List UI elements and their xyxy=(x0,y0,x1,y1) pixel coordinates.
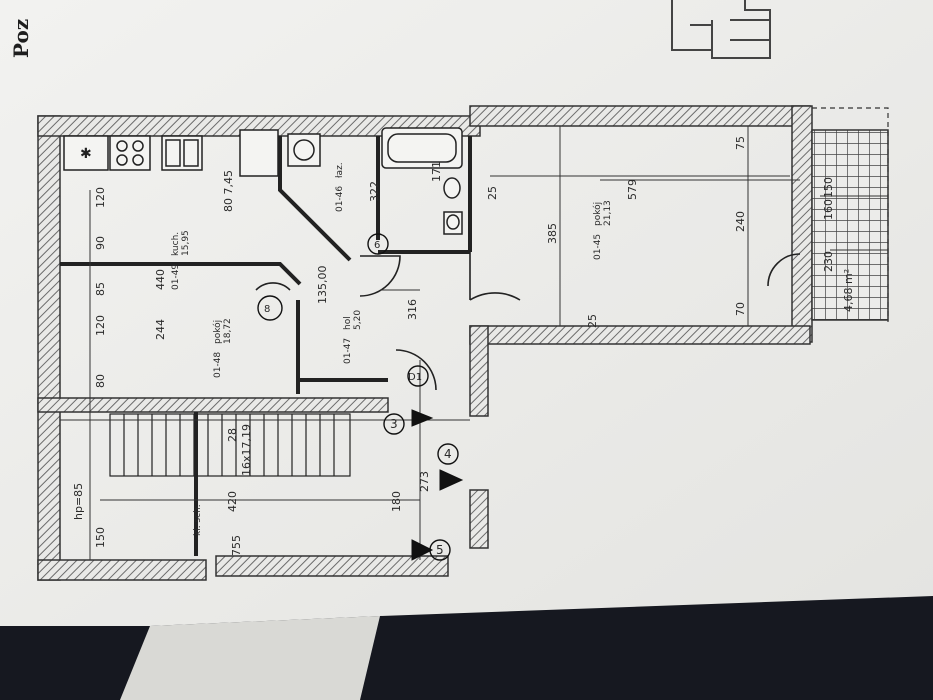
svg-text:01-47: 01-47 xyxy=(343,338,353,364)
dim-70a: 70 xyxy=(734,302,747,316)
kitchen-fixtures: ✱ xyxy=(63,129,321,177)
staircase xyxy=(109,413,351,477)
dim-755: 755 xyxy=(230,535,243,556)
svg-text:01-49: 01-49 xyxy=(171,264,181,290)
svg-text:15,95: 15,95 xyxy=(181,230,191,256)
dim-75: 75 xyxy=(734,136,747,150)
svg-text:łaz.: łaz. xyxy=(335,162,345,178)
dim-385: 385 xyxy=(546,223,559,244)
room2-label: pokój 21,13 01-45 xyxy=(592,200,613,260)
svg-text:pokój: pokój xyxy=(592,202,603,226)
dim-80: 80 xyxy=(94,374,107,388)
dim-135: 135,00 xyxy=(316,266,329,305)
balcony-tiles xyxy=(811,129,889,321)
dim-322: 322 xyxy=(368,181,381,202)
dim-85: 85 xyxy=(94,282,107,296)
marker-d1: D1 xyxy=(408,372,422,383)
interior-walls xyxy=(60,136,472,556)
bath-label: łaz. 01-46 xyxy=(335,162,345,212)
dim-25b: 25 xyxy=(486,186,499,200)
room1-label: pokój 18,72 01-48 xyxy=(212,318,233,378)
svg-text:01-48: 01-48 xyxy=(213,352,223,378)
svg-text:hol: hol xyxy=(343,316,353,330)
dim-25a: 25 xyxy=(586,314,599,328)
dim-80b: 80 7,45 xyxy=(222,170,235,212)
dim-120a: 120 xyxy=(94,187,107,208)
dim-244: 244 xyxy=(154,319,167,340)
svg-text:kl. sch.: kl. sch. xyxy=(193,504,203,536)
dim-stairs: 16x17,19 xyxy=(240,424,253,476)
door-swings xyxy=(255,252,801,391)
dim-150: 150 xyxy=(822,177,835,198)
dim-440: 440 xyxy=(154,269,167,290)
svg-text:01-46: 01-46 xyxy=(335,186,345,212)
dim-90: 90 xyxy=(94,236,107,250)
dim-180: 180 xyxy=(390,491,403,512)
dim-150b: 150 xyxy=(94,527,107,548)
dim-hp: hp=85 xyxy=(72,483,85,520)
marker-8: 8 xyxy=(264,304,270,315)
outer-walls xyxy=(37,105,813,581)
svg-text:pokój: pokój xyxy=(212,320,223,344)
dim-120b: 120 xyxy=(94,315,107,336)
marker-3: 3 xyxy=(390,417,398,431)
dim-230: 230 xyxy=(822,251,835,272)
marker-5: 5 xyxy=(436,543,444,557)
dim-171: 171 xyxy=(430,161,443,182)
dim-28: 28 xyxy=(226,428,239,442)
dim-240: 240 xyxy=(734,211,747,232)
marker-4: 4 xyxy=(444,447,452,461)
thumbnail-plan xyxy=(671,0,771,59)
dim-579: 579 xyxy=(626,179,639,200)
dim-273: 273 xyxy=(418,471,431,492)
dim-160: 160 xyxy=(822,199,835,220)
svg-text:5,20: 5,20 xyxy=(353,310,363,330)
kitchen-label: kuch. 15,95 01-49 xyxy=(171,230,191,290)
paper-fold xyxy=(120,616,380,700)
svg-text:01-45: 01-45 xyxy=(593,234,603,260)
svg-text:✱: ✱ xyxy=(80,146,92,162)
svg-text:21,13: 21,13 xyxy=(603,200,613,226)
dimension-lines xyxy=(60,126,888,560)
dim-66: 4,68 m² xyxy=(842,269,855,312)
stair-label: kl. sch. xyxy=(193,504,203,536)
marker-6: 6 xyxy=(374,240,380,251)
balcony-outline xyxy=(812,107,889,322)
section-markers xyxy=(257,233,464,561)
dim-316: 316 xyxy=(406,299,419,320)
header-fragment: Poz xyxy=(9,19,33,58)
svg-text:kuch.: kuch. xyxy=(171,232,181,256)
dim-420: 420 xyxy=(226,491,239,512)
hall-label: hol 5,20 01-47 xyxy=(343,310,363,364)
bathroom-fixtures xyxy=(381,127,463,235)
svg-text:18,72: 18,72 xyxy=(223,318,233,344)
paper-sheet xyxy=(0,0,933,626)
